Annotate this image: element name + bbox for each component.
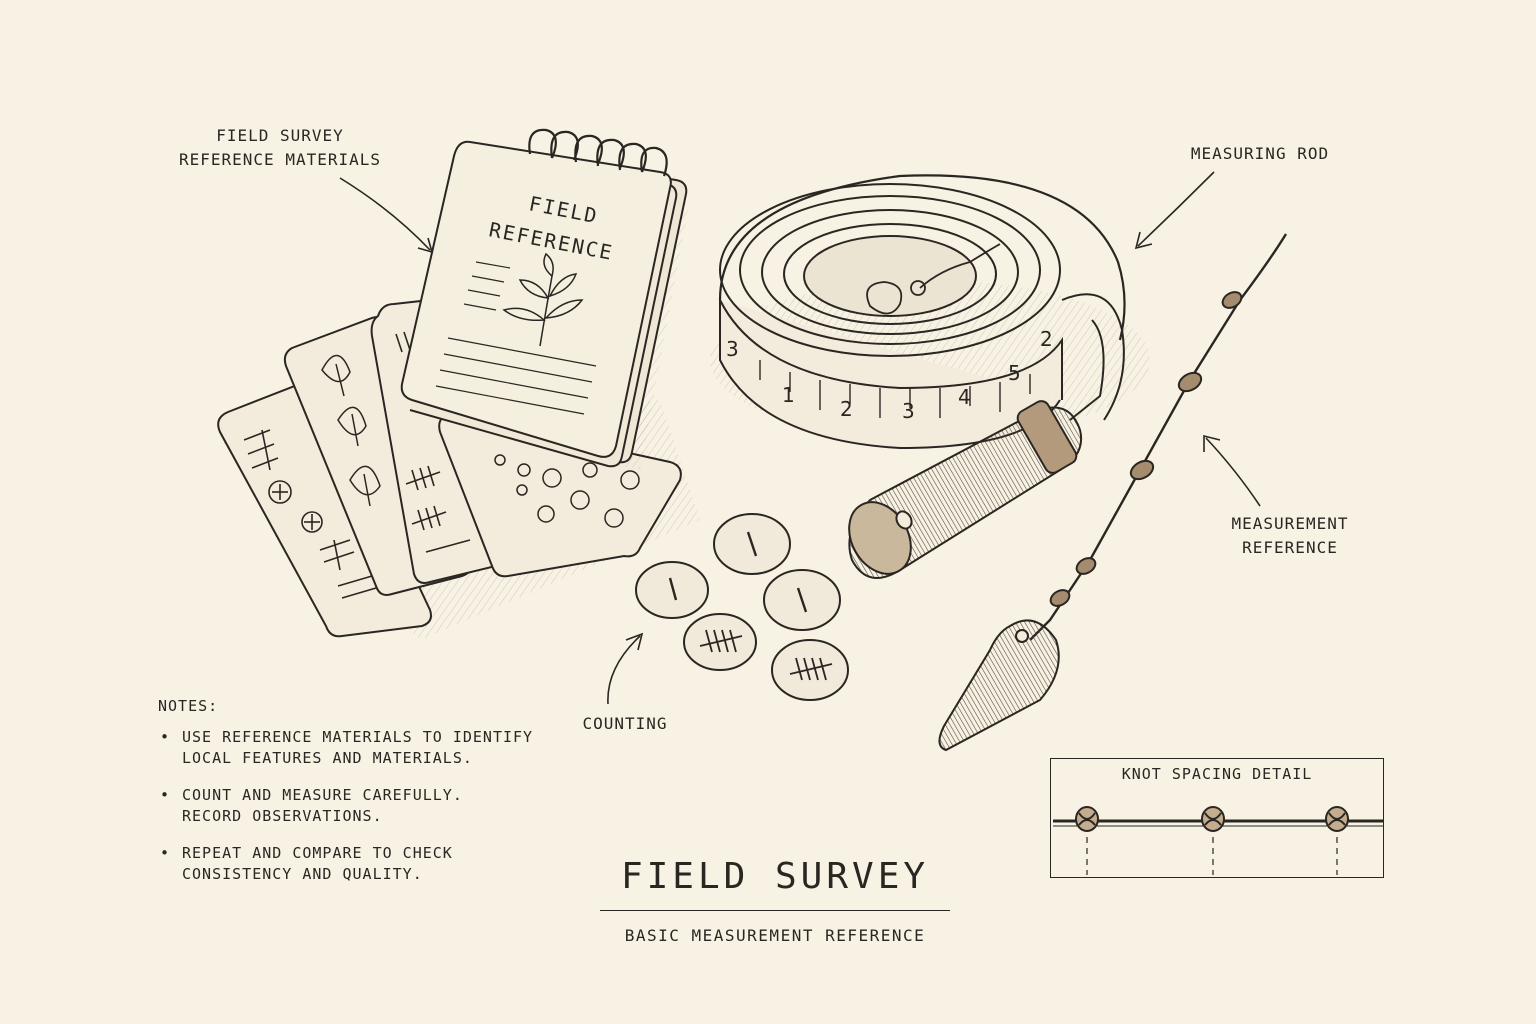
label-line: MEASURING ROD: [1190, 144, 1330, 163]
label-counting: COUNTING: [560, 712, 690, 736]
note-item: USE REFERENCE MATERIALS TO IDENTIFY LOCA…: [158, 727, 558, 769]
knotted-plumb-line: [938, 233, 1288, 752]
title-divider: [600, 910, 950, 911]
page-title: FIELD SURVEY: [620, 856, 930, 897]
notes-panel: NOTES: USE REFERENCE MATERIALS TO IDENTI…: [158, 696, 558, 901]
note-line: USE REFERENCE MATERIALS TO IDENTIFY: [182, 728, 534, 746]
note-line: RECORD OBSERVATIONS.: [182, 807, 383, 825]
rod-handle: [848, 400, 1082, 579]
label-line: MEASUREMENT: [1231, 514, 1349, 533]
arrow-measurement-reference: [1203, 434, 1261, 507]
measuring-tape-coil: 3 1 2 3 4 5 2: [710, 174, 1150, 450]
label-field-survey-reference-materials: FIELD SURVEY REFERENCE MATERIALS: [160, 124, 400, 172]
page-subtitle: BASIC MEASUREMENT REFERENCE: [624, 926, 926, 945]
tape-number: 3: [726, 337, 739, 361]
label-line: COUNTING: [582, 714, 668, 733]
knot-spacing-detail: KNOT SPACING DETAIL: [1050, 758, 1384, 878]
center-cord-loop: [866, 243, 1001, 315]
knot-icon: [1075, 806, 1099, 832]
tape-number: 5: [1008, 361, 1021, 385]
label-line: FIELD SURVEY: [216, 126, 344, 145]
knot-icon: [1201, 806, 1225, 832]
note-item: COUNT AND MEASURE CAREFULLY. RECORD OBSE…: [158, 785, 558, 827]
note-line: LOCAL FEATURES AND MATERIALS.: [182, 749, 473, 767]
knot-detail-title: KNOT SPACING DETAIL: [1121, 765, 1313, 783]
tape-tick-marks: [759, 360, 1031, 418]
tape-number: 2: [840, 397, 853, 421]
tape-number: 4: [958, 385, 971, 409]
note-item: REPEAT AND COMPARE TO CHECK CONSISTENCY …: [158, 843, 558, 885]
note-line: CONSISTENCY AND QUALITY.: [182, 865, 423, 883]
tape-number: 3: [902, 399, 915, 423]
notes-list: USE REFERENCE MATERIALS TO IDENTIFY LOCA…: [158, 727, 558, 885]
tape-number: 1: [782, 383, 795, 407]
label-measurement-reference: MEASUREMENT REFERENCE: [1200, 512, 1380, 560]
note-line: REPEAT AND COMPARE TO CHECK: [182, 844, 453, 862]
knot-icon: [1325, 806, 1349, 832]
field-reference-notebook: FIELD REFERENCE: [400, 128, 688, 470]
callout-arrows: [339, 171, 1261, 705]
notes-title: NOTES:: [158, 697, 219, 715]
label-line: REFERENCE: [1242, 538, 1338, 557]
counting-tokens: [635, 513, 849, 701]
leaf-sprig-icon: [502, 252, 584, 347]
arrow-counting: [607, 632, 644, 705]
tape-numbers: 3 1 2 3 4 5 2: [726, 327, 1053, 423]
label-measuring-rod: MEASURING ROD: [1150, 142, 1370, 166]
arrow-measuring-rod: [1134, 171, 1215, 250]
tape-number: 2: [1040, 327, 1053, 351]
label-line: REFERENCE MATERIALS: [178, 150, 382, 169]
arrow-reference-materials: [339, 177, 434, 254]
note-line: COUNT AND MEASURE CAREFULLY.: [182, 786, 463, 804]
knot-detail-drawing: [1053, 806, 1383, 875]
